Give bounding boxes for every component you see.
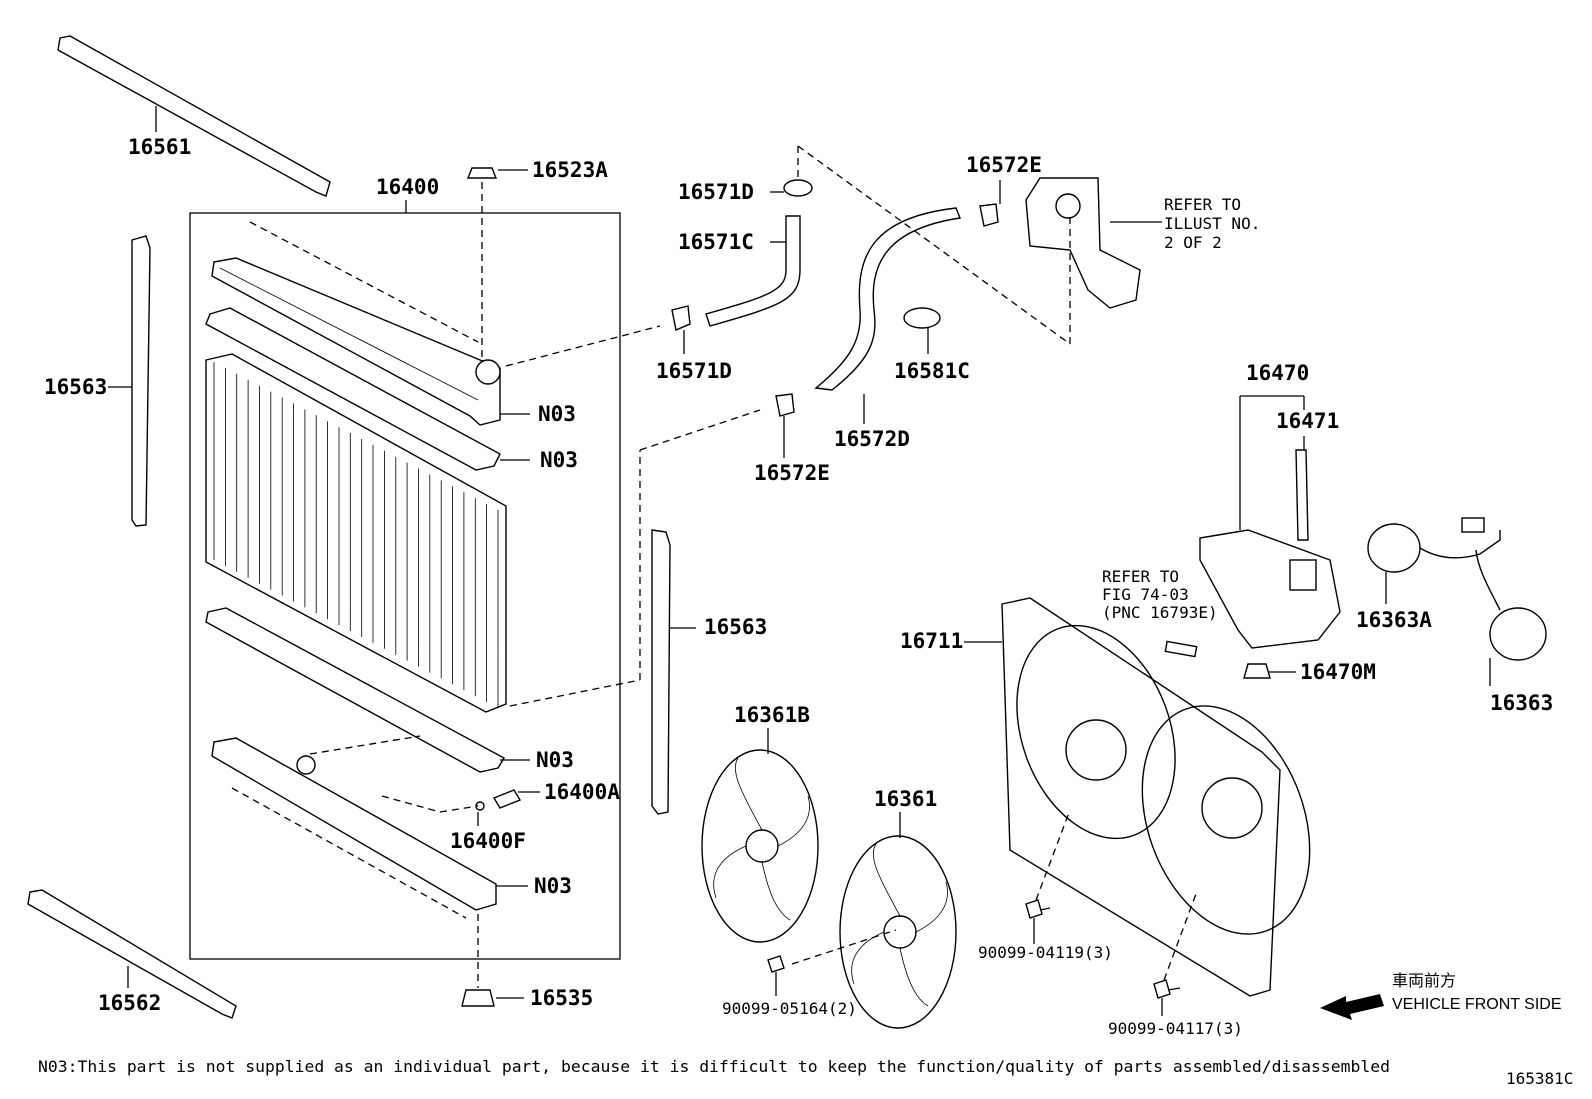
label-16563-left[interactable]: 16563 xyxy=(44,375,107,399)
refer-illust-line1: REFER TO xyxy=(1164,195,1241,214)
label-90099-04117[interactable]: 90099-04117(3) xyxy=(1108,1019,1243,1038)
refer-fig-line1: REFER TO xyxy=(1102,567,1179,586)
label-16571D-bottom[interactable]: 16571D xyxy=(656,359,732,383)
label-16471[interactable]: 16471 xyxy=(1276,409,1339,433)
seal-strip-16562 xyxy=(27,889,237,1019)
reference-lines xyxy=(231,145,1197,988)
cushion-16535 xyxy=(461,989,495,1007)
hose-16572D xyxy=(814,207,961,391)
label-16363[interactable]: 16363 xyxy=(1490,691,1553,715)
fan-motor-16363A xyxy=(1367,517,1501,573)
upper-gasket xyxy=(205,307,501,471)
refer-fig-marker xyxy=(1164,640,1198,658)
label-90099-05164[interactable]: 90099-05164(2) xyxy=(722,999,857,1018)
fan-16361B xyxy=(701,749,819,943)
label-16572E-top[interactable]: 16572E xyxy=(966,153,1042,177)
refer-illust-line3: 2 OF 2 xyxy=(1164,233,1222,252)
water-inlet-housing xyxy=(1025,177,1141,309)
seal-strip-16561 xyxy=(57,35,331,197)
diagram-id: 165381C xyxy=(1506,1069,1573,1088)
leader-lines xyxy=(108,106,1491,1016)
label-n03-lower-gasket[interactable]: N03 xyxy=(536,748,574,772)
vehicle-front-arrow-icon xyxy=(1320,994,1384,1020)
radiator-core xyxy=(205,353,507,713)
label-16572D[interactable]: 16572D xyxy=(834,427,910,451)
bolt-90099-04119 xyxy=(1025,899,1051,919)
footnote: N03:This part is not supplied as an indi… xyxy=(38,1057,1390,1076)
seal-strip-16563-left xyxy=(131,235,151,527)
nut-90099-05164 xyxy=(767,955,785,973)
radiator-assembly-frame xyxy=(189,212,621,960)
label-16571D-top[interactable]: 16571D xyxy=(678,180,754,204)
label-16562[interactable]: 16562 xyxy=(98,991,161,1015)
fan-motor-16363 xyxy=(1475,549,1547,661)
clamp-16581C xyxy=(903,307,941,329)
label-n03-upper-tank[interactable]: N03 xyxy=(538,402,576,426)
label-16535[interactable]: 16535 xyxy=(530,986,593,1010)
label-n03-lower-tank[interactable]: N03 xyxy=(534,874,572,898)
hose-16571C xyxy=(705,215,801,327)
label-16361B[interactable]: 16361B xyxy=(734,703,810,727)
clamp-16571D-top xyxy=(783,179,813,197)
seal-strip-16563-right xyxy=(651,529,671,815)
label-16572E-bottom[interactable]: 16572E xyxy=(754,461,830,485)
refer-fig-line3: (PNC 16793E) xyxy=(1102,603,1218,622)
label-16470M[interactable]: 16470M xyxy=(1300,660,1376,684)
direction-label-japanese: 車両前方 xyxy=(1392,972,1456,990)
label-16571C[interactable]: 16571C xyxy=(678,230,754,254)
label-n03-upper-gasket[interactable]: N03 xyxy=(540,448,578,472)
lower-gasket xyxy=(205,607,505,773)
refer-illust-line2: ILLUST NO. xyxy=(1164,214,1260,233)
radiator-lower-tank xyxy=(211,737,497,911)
refer-fig-line2: FIG 74-03 xyxy=(1102,585,1189,604)
fan-16361 xyxy=(839,835,957,1029)
label-16561[interactable]: 16561 xyxy=(128,135,191,159)
clamp-16572E-bottom xyxy=(775,393,795,417)
label-16400A[interactable]: 16400A xyxy=(544,780,620,804)
label-16711[interactable]: 16711 xyxy=(900,629,963,653)
label-16400F[interactable]: 16400F xyxy=(450,829,526,853)
label-16563-right[interactable]: 16563 xyxy=(704,615,767,639)
label-16361[interactable]: 16361 xyxy=(874,787,937,811)
label-16400[interactable]: 16400 xyxy=(376,175,439,199)
label-16581C[interactable]: 16581C xyxy=(894,359,970,383)
label-16363A[interactable]: 16363A xyxy=(1356,608,1432,632)
drain-cock xyxy=(475,789,522,811)
reservoir-hose-16471 xyxy=(1295,449,1309,541)
clamp-16572E-top xyxy=(979,203,999,227)
cushion-16523A xyxy=(466,167,498,179)
label-16470[interactable]: 16470 xyxy=(1246,361,1309,385)
reservoir-tank-16470 xyxy=(1199,529,1341,649)
label-16523A[interactable]: 16523A xyxy=(532,158,608,182)
direction-label-english: VEHICLE FRONT SIDE xyxy=(1392,996,1562,1013)
radiator-upper-tank xyxy=(211,257,501,426)
reservoir-cap-16470M xyxy=(1243,663,1271,679)
fan-shroud-16711 xyxy=(1001,597,1311,997)
bolt-90099-04117 xyxy=(1153,979,1181,999)
label-90099-04119[interactable]: 90099-04119(3) xyxy=(978,943,1113,962)
clamp-16571D-bottom xyxy=(671,305,691,331)
